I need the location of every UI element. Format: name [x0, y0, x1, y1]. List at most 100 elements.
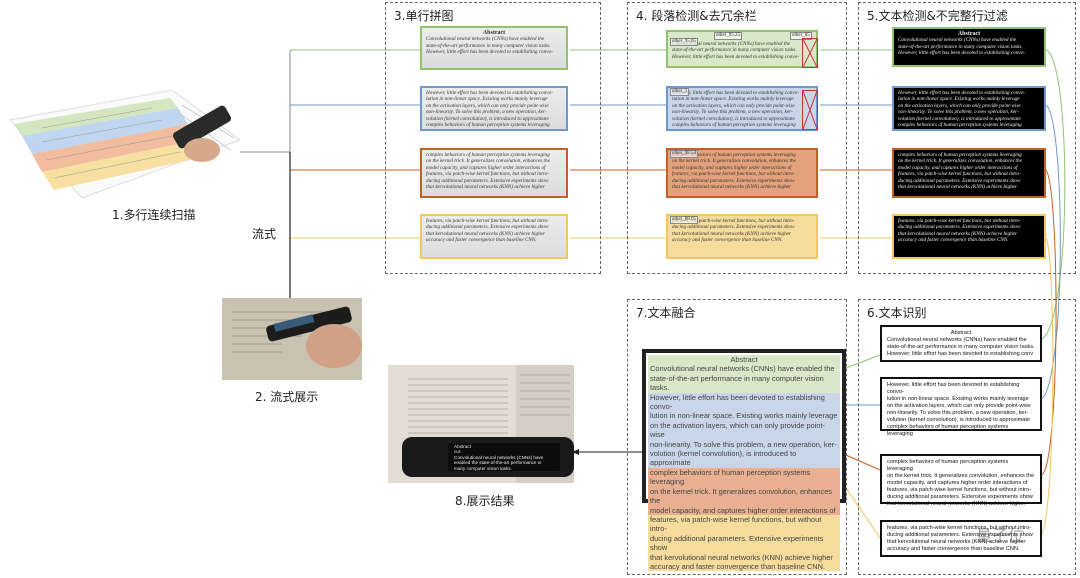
step4-blue-l6: complex behaviors of human perception sy…: [672, 122, 796, 129]
fused-yellow-l2: ducing additional parameters. Extensive …: [650, 533, 824, 553]
result-photo: Abstract cur. Convolutional neural netwo…: [388, 365, 574, 483]
step3-green-title: Abstract: [482, 30, 506, 36]
stream-photo: [222, 298, 362, 380]
step6-result-orange: complex behaviors of human perception sy…: [880, 454, 1042, 507]
step5-line-orange: complex behaviors of human perception sy…: [892, 148, 1046, 198]
step5-orange-l4: features, via patch-wise kernel function…: [898, 171, 1021, 178]
step6-blue-l4: non-linearity. To solve this problem, a …: [887, 410, 1029, 416]
step5-yellow-l1: features, via patch-wise kernel function…: [898, 218, 1021, 224]
step6-result-blue: However, little effort has been devoted …: [880, 377, 1042, 437]
step6-green-l3: However; little effort has been devoted …: [887, 351, 1034, 357]
fused-green-l2: state-of-the-art performance in many com…: [650, 373, 824, 393]
fused-blue-l5: volution (kernel convolution), is introd…: [650, 449, 797, 468]
step4-green-l3: However, little effort has been devoted …: [672, 53, 799, 60]
step4-blue-l1: However, little effort has been devoted …: [672, 90, 799, 96]
step5-line-blue: However, little effort has been devoted …: [892, 86, 1046, 131]
step6-blue-l2: lution in non-linear space. Existing wor…: [887, 396, 1029, 402]
step5-blue-l5: volution (kernel convolution), is introd…: [898, 115, 1021, 122]
step3-yellow-l1: features, via patch-wise kernel function…: [426, 218, 549, 224]
step4-tag-c: other_85: [790, 32, 812, 41]
fused-green-l1: Convolutional neural networks (CNNs) hav…: [650, 364, 835, 374]
step5-yellow-l3: that kervolutional neural networks (KNN)…: [898, 230, 1018, 237]
step6-orange-l2: on the kernel trick. It generalizes conv…: [887, 473, 1035, 479]
step6-green-title: Abstract: [950, 330, 972, 336]
step5-green-l3: However, little effort has been devoted …: [898, 50, 1025, 57]
step4-green-l2: state-of-the-art performance in many com…: [672, 47, 797, 54]
step5-green-l2: state-of-the-art performance in many com…: [898, 43, 1023, 50]
step5-line-yellow: features, via patch-wise kernel function…: [892, 214, 1046, 259]
step5-green-title: Abstract: [957, 31, 981, 37]
step5-orange-l5: ducing additional parameters. Extensive …: [898, 177, 1021, 184]
device-line4: enabled the state-of-the-art performance…: [454, 460, 542, 466]
step6-blue-l1: However, little effort has been devoted …: [887, 382, 1020, 395]
step3-blue-l5: volution (kernel convolution), is introd…: [426, 115, 549, 122]
step3-line-yellow: features, via patch-wise kernel function…: [420, 214, 568, 259]
fused-blue-l4: non-linearity. To solve this problem, a …: [650, 439, 837, 449]
step4-tag-a: other_95.25: [714, 32, 743, 41]
step3-green-l3: However, little effort has been devoted …: [426, 49, 553, 56]
step4-tag-d: other_1: [670, 88, 690, 97]
step4-panel: 4. 段落检测&去冗余栏: [627, 2, 847, 274]
step3-orange-l1: complex behaviors of human perception sy…: [426, 152, 550, 158]
fused-yellow-l1: features, via patch-wise kernel function…: [650, 514, 822, 534]
fused-orange-l3: model capacity, and captures higher orde…: [650, 505, 836, 515]
step6-blue-l6: complex behaviors of human perception sy…: [887, 424, 1009, 437]
step6-orange-l6: that kervolutional neural networks (KNN)…: [887, 501, 1026, 507]
fused-yellow: features, via patch-wise kernel function…: [648, 514, 840, 572]
step6-result-yellow: features, via patch-wise kernel function…: [880, 520, 1042, 557]
step3-title: 3.单行拼图: [394, 9, 454, 23]
step4-orange-l6: that kervolutional neural networks (KNN)…: [672, 184, 792, 191]
step3-yellow-l4: accuracy and faster convergence than bas…: [426, 237, 537, 244]
step5-title: 5.文本检测&不完整行过滤: [867, 9, 1008, 23]
fused-title: Abstract: [730, 355, 758, 364]
step5-orange-l2: on the kernel trick. It generalizes conv…: [898, 158, 1022, 165]
step5-yellow-l4: accuracy and faster convergence than bas…: [898, 237, 1009, 244]
step4-line-blue: However, little effort has been devoted …: [666, 86, 818, 131]
fused-text: Abstract Convolutional neural networks (…: [642, 349, 846, 572]
step5-blue-l6: complex behaviors of human perception sy…: [898, 122, 1022, 129]
step3-orange-l6: that kervolutional neural networks (KNN)…: [426, 184, 546, 191]
step4-orange-l2: on the kernel trick. It generalizes conv…: [672, 158, 796, 165]
step8-caption: 8.展示结果: [455, 494, 515, 508]
step4-orange-l5: ducing additional parameters. Extensive …: [672, 177, 795, 184]
fused-yellow-l3: that kervolutional neural networks (KNN)…: [650, 552, 833, 562]
step4-yellow-l4: accuracy and faster convergence than bas…: [672, 237, 783, 244]
step5-blue-l4: non-linearity. To solve this problem, a …: [898, 109, 1019, 116]
step6-yellow-l3: that kervolutional neural networks (KNN)…: [887, 539, 1026, 545]
step5-orange-l6: that kervolutional neural networks (KNN)…: [898, 184, 1018, 191]
step4-yellow-l1: features, via patch-wise kernel function…: [672, 218, 795, 224]
redundant-column-mark-blue: [802, 90, 818, 130]
step6-yellow-l2: ducing additional parameters. Extensive …: [887, 532, 1033, 538]
flow-label: 流式: [252, 227, 277, 241]
step4-orange-l4: features, via patch-wise kernel function…: [672, 171, 795, 178]
step3-blue-l1: However, little effort has been devoted …: [426, 90, 553, 96]
step3-yellow-l3: that kervolutional neural networks (KNN)…: [426, 230, 546, 237]
step5-line-green: Abstract Convolutional neural networks (…: [892, 27, 1046, 67]
step3-green-l2: state-of-the-art performance in many com…: [426, 42, 551, 49]
step6-orange-l3: model capacity, and captures higher orde…: [887, 480, 1028, 486]
step5-yellow-l2: ducing additional parameters. Extensive …: [898, 224, 1021, 231]
step3-orange-l5: ducing additional parameters. Extensive …: [426, 177, 549, 184]
step4-green-l1: Convolutional neural networks (CNNs) hav…: [672, 41, 791, 47]
step6-panel: 6.文本识别: [858, 299, 1076, 575]
step3-blue-l4: non-linearity. To solve this problem, a …: [426, 109, 547, 116]
step7-panel: 7.文本融合: [627, 299, 847, 575]
step6-green-l2: state-of-the-art performance in many com…: [887, 344, 1035, 350]
step3-line-blue: However, little effort has been devoted …: [420, 86, 568, 131]
step4-blue-l2: lution in non-linear space. Existing wor…: [672, 96, 794, 103]
step5-orange-l1: complex behaviors of human perception sy…: [898, 152, 1022, 158]
step6-green-l1: Convolutional neural networks (CNNs) hav…: [887, 337, 1027, 343]
fused-blue-l3: on the activation layers, which can only…: [650, 420, 826, 440]
step3-line-orange: complex behaviors of human perception sy…: [420, 148, 568, 198]
step4-title: 4. 段落检测&去冗余栏: [636, 9, 757, 23]
step4-line-yellow: features, via patch-wise kernel function…: [666, 214, 818, 259]
step6-yellow-l1: features, via patch-wise kernel function…: [887, 525, 1031, 531]
step5-panel: 5.文本检测&不完整行过滤: [858, 2, 1076, 274]
step4-tag-e: other_98.54: [670, 150, 699, 159]
device-line2: cur.: [454, 449, 462, 455]
step4-orange-l3: model capacity, and captures higher orde…: [672, 164, 792, 171]
step4-blue-l4: non-linearity. To solve this problem, a …: [672, 109, 793, 116]
step6-orange-l4: features, via patch-wise kernel function…: [887, 487, 1031, 493]
step4-line-green: Convolutional neural networks (CNNs) hav…: [666, 30, 818, 68]
